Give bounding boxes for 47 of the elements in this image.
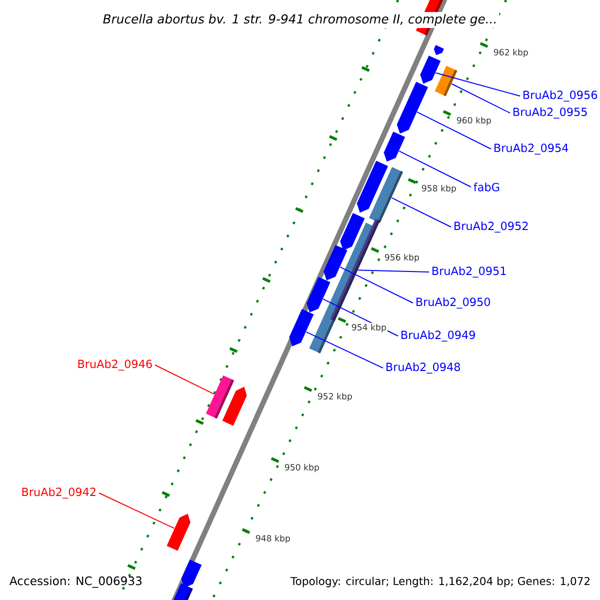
leader-line (340, 266, 414, 304)
tick-label: 948 kbp (254, 534, 292, 544)
gene-label: BruAb2_0954 (494, 143, 568, 155)
gene-label: BruAb2_0949 (402, 330, 475, 342)
gene-label: BruAb2_0948 (386, 362, 460, 374)
gene-label: BruAb2_0956 (524, 90, 598, 102)
gene-bar (369, 167, 403, 223)
gene-bar (384, 132, 406, 162)
gene-bar (222, 386, 247, 426)
topology-text: Topology: circular; Length: 1,162,204 bp; Genes: 1,072 (290, 576, 590, 588)
tick-label: 954 kbp (350, 322, 388, 334)
tick-label: 960 kbp (455, 116, 492, 126)
leader-line (398, 150, 472, 188)
leader-line (391, 197, 452, 228)
gene-bar (324, 244, 348, 280)
gene-label: BruAb2_0950 (416, 297, 490, 309)
gene-label: BruAb2_0952 (454, 221, 528, 233)
gene-label: fabG (474, 182, 500, 192)
gene-bar (306, 276, 330, 312)
gene-bar (434, 66, 458, 96)
tick-label: 956 kbp (383, 252, 420, 264)
tick-label: 962 kbp (492, 48, 530, 58)
gene-bar (166, 514, 190, 551)
gene-bar (340, 213, 365, 250)
gene-bar (181, 560, 202, 588)
gene-label: BruAb2_0946 (78, 359, 152, 371)
accession-text: Accession: NC_006933 (10, 576, 142, 588)
tick-label: 950 kbp (283, 462, 320, 474)
leader-line (306, 331, 384, 368)
tick-label: 958 kbp (420, 184, 458, 194)
leader-line (358, 270, 430, 272)
leader-line (451, 83, 510, 114)
gene-label: BruAb2_0951 (432, 266, 506, 278)
gene-bar (171, 583, 193, 600)
gene-label: BruAb2_0955 (514, 107, 587, 119)
gene-bar (396, 82, 428, 134)
leader-line (416, 112, 492, 150)
tick-label: 952 kbp (316, 392, 354, 402)
title: Brucella abortus bv. 1 str. 9-941 chromosome II, complete ge... (100, 12, 500, 28)
gene-bar (356, 160, 388, 213)
gene-bar (434, 45, 444, 56)
gene-label: BruAb2_0942 (22, 487, 96, 499)
leader-line (98, 492, 175, 529)
gene-bar (289, 309, 314, 346)
leader-line (435, 72, 520, 96)
leader-line (154, 364, 215, 395)
gene-bar (420, 56, 441, 84)
